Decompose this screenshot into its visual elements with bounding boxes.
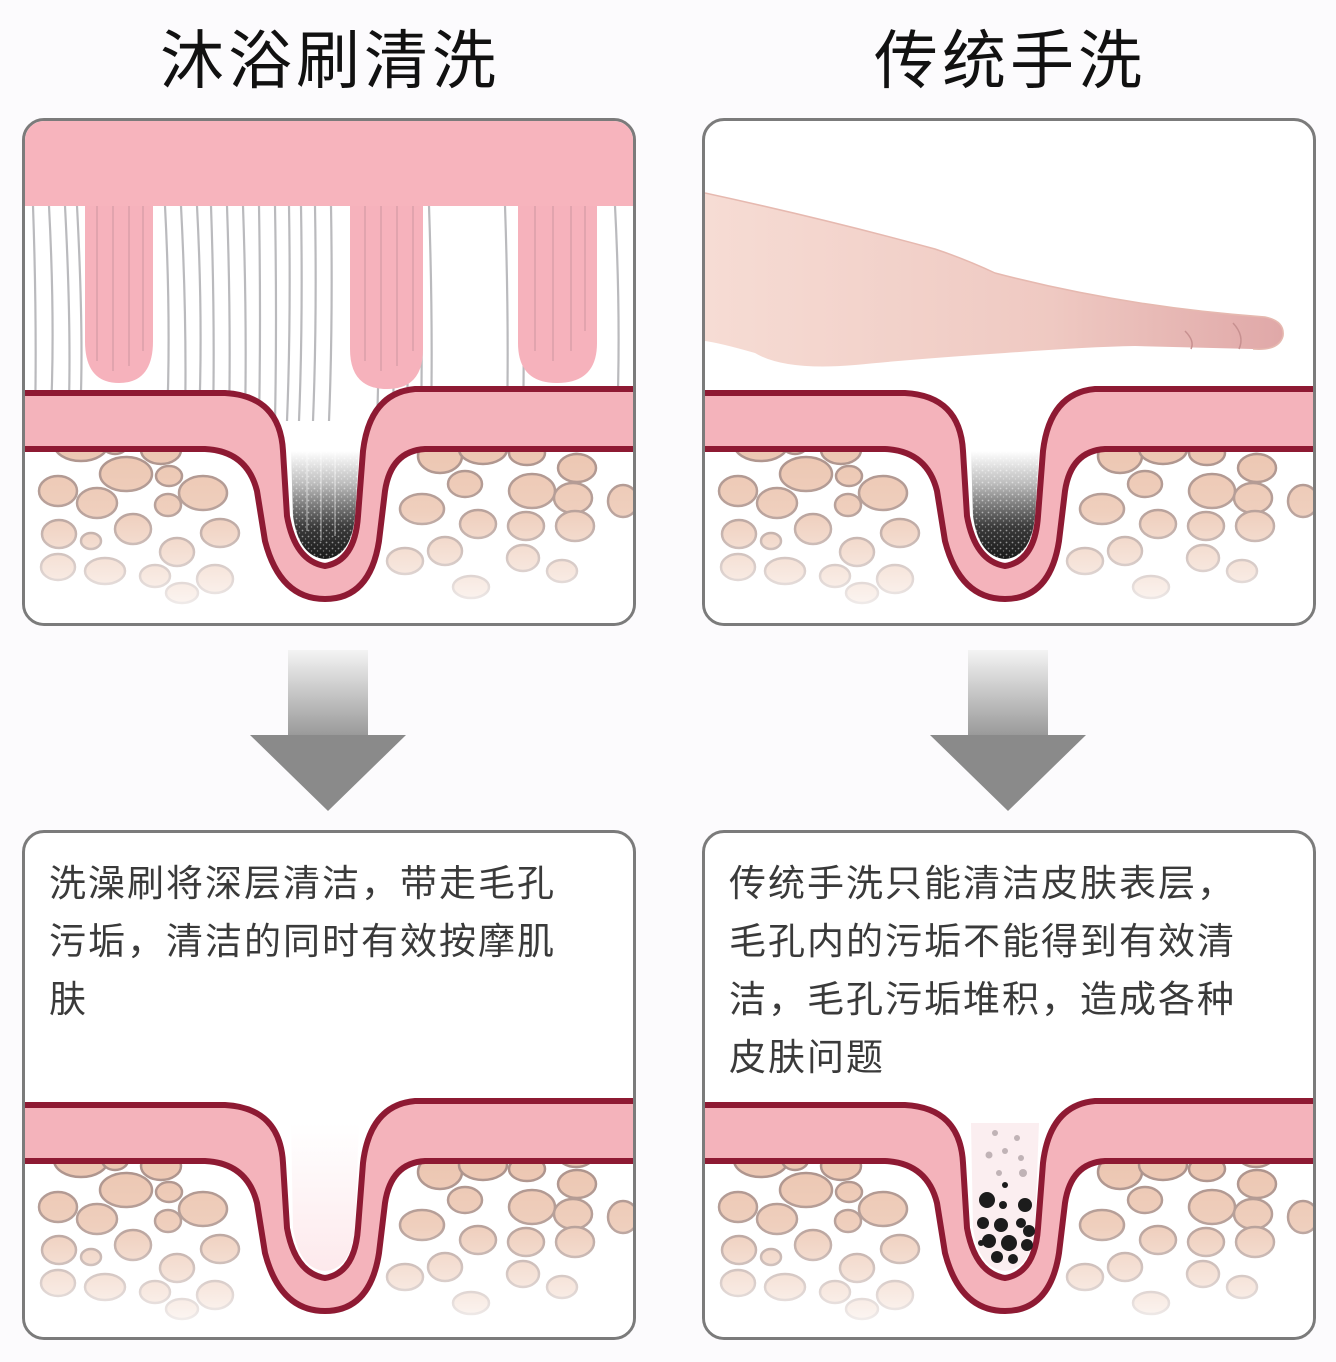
down-arrow-icon — [930, 650, 1086, 811]
skin-layer-illustration — [25, 1098, 633, 1315]
down-arrow-icon — [250, 650, 406, 811]
description-line: 传统手洗只能清洁皮肤表层， — [729, 862, 1236, 905]
hand-column-title: 传统手洗 — [874, 25, 1146, 99]
hand-result-description: 传统手洗只能清洁皮肤表层， 毛孔内的污垢不能得到有效清 洁，毛孔污垢堆积，造成各… — [729, 855, 1299, 1087]
description-line: 洁，毛孔污垢堆积，造成各种 — [729, 978, 1236, 1021]
skin-layer-illustration — [25, 386, 633, 603]
pore-dirt-illustration — [971, 451, 1039, 559]
pore-dirt-illustration — [291, 406, 359, 559]
brush-result-description: 洗澡刷将深层清洁，带走毛孔 污垢，清洁的同时有效按摩肌 肤 — [49, 855, 619, 1029]
hand-icon — [705, 192, 1284, 367]
brush-result-panel: 洗澡刷将深层清洁，带走毛孔 污垢，清洁的同时有效按摩肌 肤 — [22, 830, 636, 1340]
description-line: 皮肤问题 — [729, 1036, 885, 1079]
clogged-dirt-particles — [977, 1130, 1035, 1264]
description-line: 洗澡刷将深层清洁，带走毛孔 — [49, 862, 556, 905]
description-line: 污垢，清洁的同时有效按摩肌 — [49, 920, 556, 963]
hand-washing-panel — [702, 118, 1316, 626]
skin-layer-illustration — [705, 386, 1313, 603]
brush-cleaning-panel — [22, 118, 636, 626]
description-line: 毛孔内的污垢不能得到有效清 — [729, 920, 1236, 963]
bath-brush-icon — [25, 121, 633, 422]
description-line: 肤 — [49, 978, 88, 1021]
brush-column-title: 沐浴刷清洗 — [160, 25, 500, 99]
hand-result-panel: 传统手洗只能清洁皮肤表层， 毛孔内的污垢不能得到有效清 洁，毛孔污垢堆积，造成各… — [702, 830, 1316, 1340]
